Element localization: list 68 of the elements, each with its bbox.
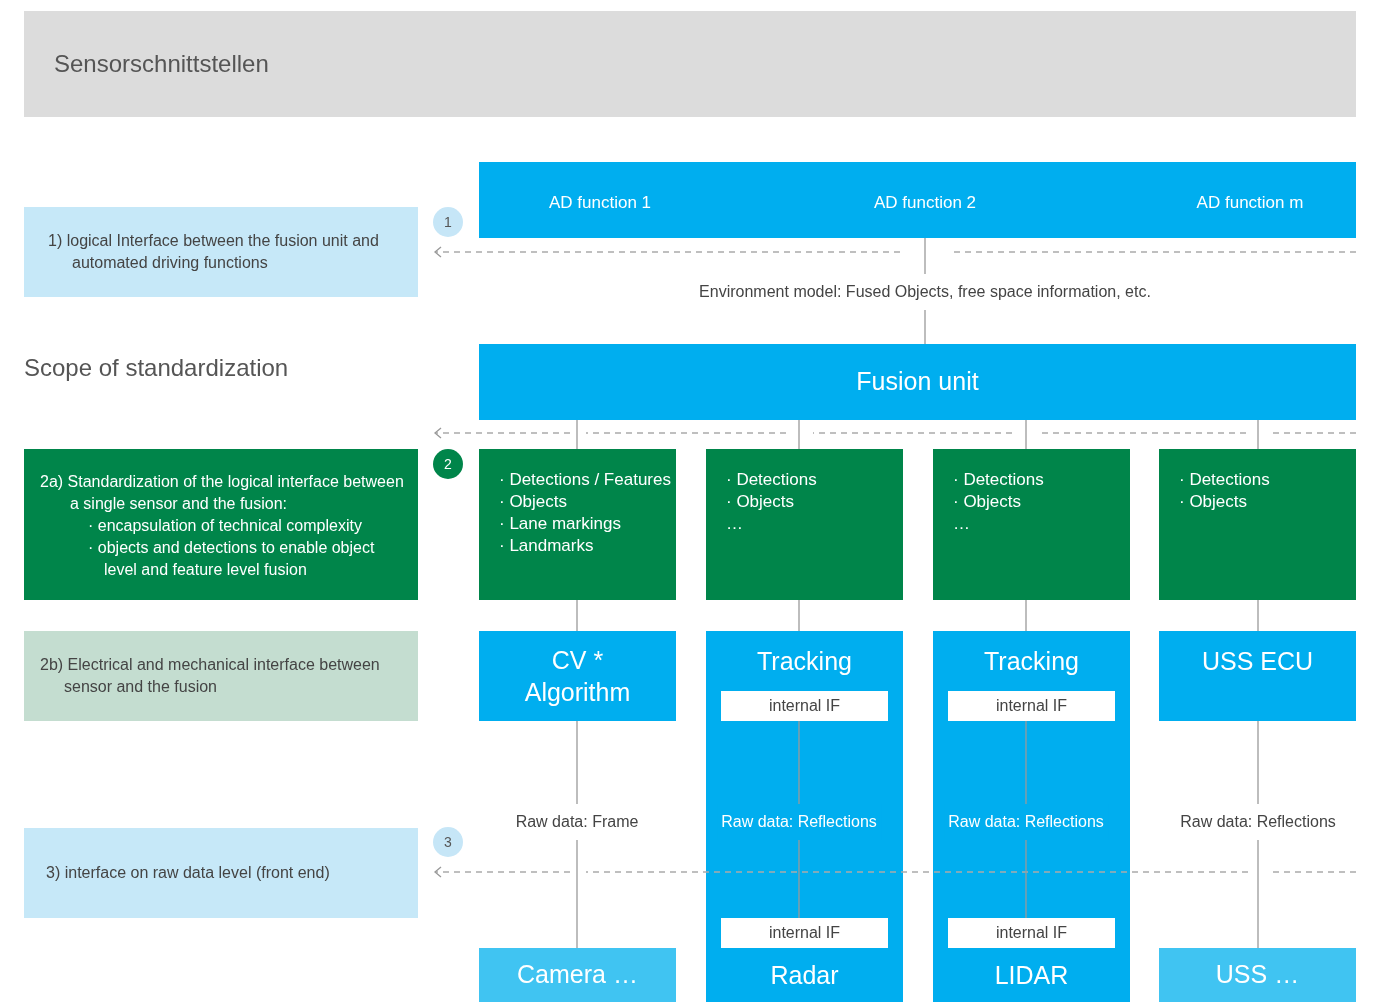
node-label: internal IF (995, 923, 1068, 943)
info-box (24, 828, 418, 918)
function-label: AD function 2 (873, 192, 977, 214)
node-label: internal IF (995, 696, 1068, 716)
node-label: Camera … (517, 959, 638, 991)
processing-box (1159, 631, 1356, 721)
node-label: 1 (444, 212, 452, 232)
interface-box (948, 918, 1115, 948)
sensor-box (1159, 948, 1356, 1002)
node-label: 3 (444, 832, 452, 852)
node-label: Fusion unit (856, 366, 979, 398)
output-box (1159, 449, 1356, 600)
list-item: … (726, 513, 744, 535)
connector-line (798, 599, 800, 632)
list-item: · objects and detections to enable object level and feature level fusion (87, 538, 376, 580)
connector-line (798, 419, 800, 450)
list-item: · Objects (726, 491, 796, 513)
connector-line (576, 599, 578, 632)
sensor-label: Radar (769, 959, 840, 991)
connector-line (1257, 599, 1259, 632)
connector-line (1257, 419, 1259, 450)
node-label: USS ECU (1201, 646, 1314, 677)
output-box (479, 449, 676, 600)
node-label: Sensorschnittstellen (54, 49, 269, 79)
node-label: USS … (1215, 959, 1300, 991)
function-label: AD function m (1196, 192, 1304, 214)
list-item: · Landmarks (499, 535, 595, 557)
node-label: internal IF (768, 696, 841, 716)
column-heading: Tracking (983, 646, 1080, 677)
list-item: 2b) Electrical and mechanical interface between sensor and the fusion (40, 655, 381, 697)
list-item: · Detections / Features (499, 469, 672, 491)
function-label: AD function 1 (548, 192, 652, 214)
title-band (24, 11, 1356, 117)
node-label: 2 (444, 454, 452, 474)
connector-line (1025, 419, 1027, 450)
output-box (933, 449, 1130, 600)
function-band (479, 162, 1356, 238)
list-item: · Detections (953, 469, 1045, 491)
list-item: · Objects (953, 491, 1023, 513)
interface-box (721, 691, 888, 721)
sensor-column (933, 631, 1130, 1002)
node-label: internal IF (768, 923, 841, 943)
list-item: 1) logical Interface between the fusion unit and automated driving functions (48, 231, 380, 273)
fusion-box (479, 344, 1356, 420)
list-item: · Objects (1179, 491, 1249, 513)
node-label: 3) interface on raw data level (front end) (46, 863, 330, 883)
interface-box (948, 691, 1115, 721)
processing-box (479, 631, 676, 721)
list-item: … (953, 513, 971, 535)
list-item: · Detections (726, 469, 818, 491)
info-box (24, 207, 418, 297)
info-box (24, 631, 418, 721)
sensor-label: LIDAR (993, 959, 1070, 991)
box-heading: 2a) Standardization of the logical interface between a single sensor and the fusion: (40, 472, 405, 514)
connector-line (576, 419, 578, 450)
output-box (706, 449, 903, 600)
info-box (24, 449, 418, 600)
section-heading: Scope of standardization (24, 353, 289, 383)
sensor-box (479, 948, 676, 1002)
column-heading: Tracking (756, 646, 853, 677)
list-item: · Objects (499, 491, 569, 513)
connector-line (1025, 599, 1027, 632)
list-item: · Lane markings (499, 513, 622, 535)
list-item: · encapsulation of technical complexity (87, 516, 363, 536)
list-item: · Detections (1179, 469, 1271, 491)
node-label: CV * Algorithm (523, 645, 632, 708)
sensor-column (706, 631, 903, 1002)
interface-box (721, 918, 888, 948)
